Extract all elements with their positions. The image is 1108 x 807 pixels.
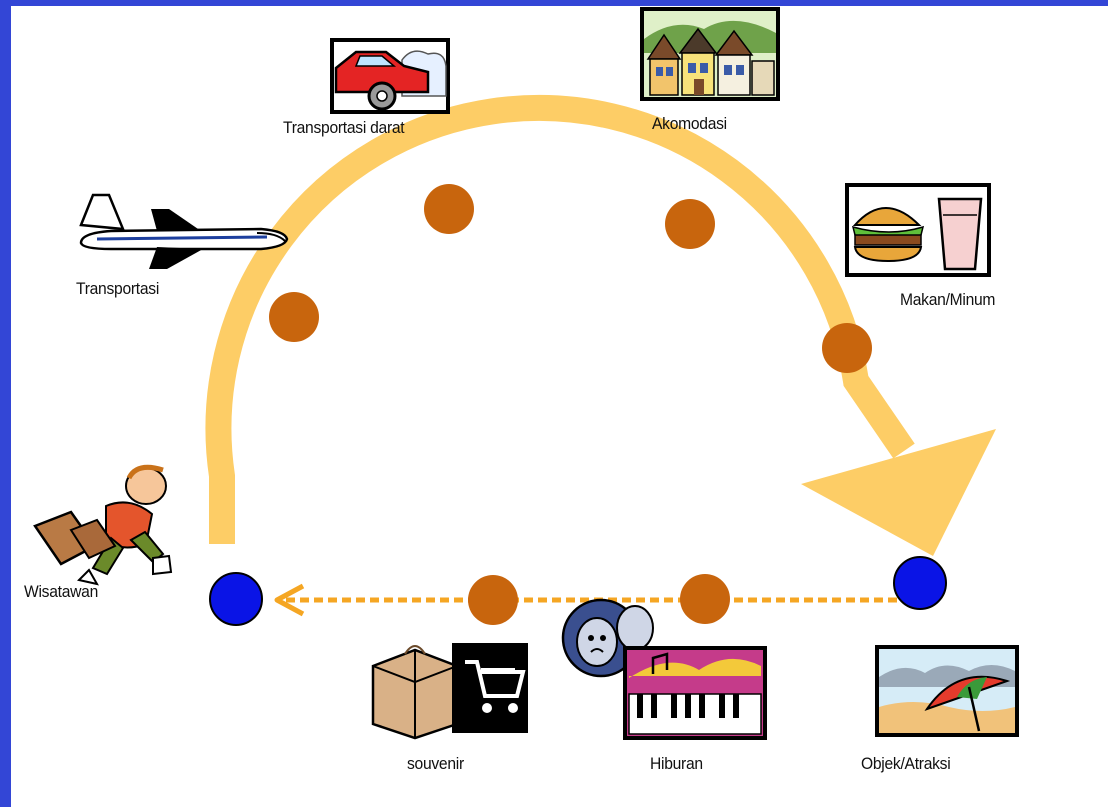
beach-umbrella-icon bbox=[875, 645, 1019, 737]
journey-arc bbox=[205, 94, 915, 544]
running-tourist-icon bbox=[33, 464, 173, 586]
car-icon bbox=[330, 38, 450, 114]
node-transportasi bbox=[269, 292, 319, 342]
label-objek-atraksi: Objek/Atraksi bbox=[861, 754, 951, 773]
node-makan-minum bbox=[822, 323, 872, 373]
node-souvenir bbox=[468, 575, 518, 625]
diagram-canvas: Transportasi darat Akomodasi Transportas… bbox=[11, 6, 1108, 807]
shopping-cart-icon bbox=[371, 643, 528, 740]
node-wisatawan bbox=[209, 572, 263, 626]
node-objek-atraksi bbox=[893, 556, 947, 610]
label-hiburan: Hiburan bbox=[650, 754, 703, 773]
theater-music-icon bbox=[561, 598, 767, 740]
journey-arrowhead bbox=[801, 429, 996, 556]
label-transportasi-darat: Transportasi darat bbox=[283, 118, 405, 137]
label-souvenir: souvenir bbox=[407, 754, 464, 773]
node-akomodasi bbox=[665, 199, 715, 249]
label-transportasi: Transportasi bbox=[76, 279, 160, 298]
airplane-icon bbox=[79, 193, 289, 269]
houses-icon bbox=[640, 7, 780, 101]
label-akomodasi: Akomodasi bbox=[652, 114, 727, 133]
label-makan-minum: Makan/Minum bbox=[900, 290, 996, 309]
label-wisatawan: Wisatawan bbox=[24, 582, 99, 601]
return-arrow-head bbox=[274, 583, 305, 617]
node-transportasi-darat bbox=[424, 184, 474, 234]
node-hiburan bbox=[680, 574, 730, 624]
burger-drink-icon bbox=[845, 183, 991, 277]
tourism-cycle-diagram bbox=[33, 7, 1019, 740]
